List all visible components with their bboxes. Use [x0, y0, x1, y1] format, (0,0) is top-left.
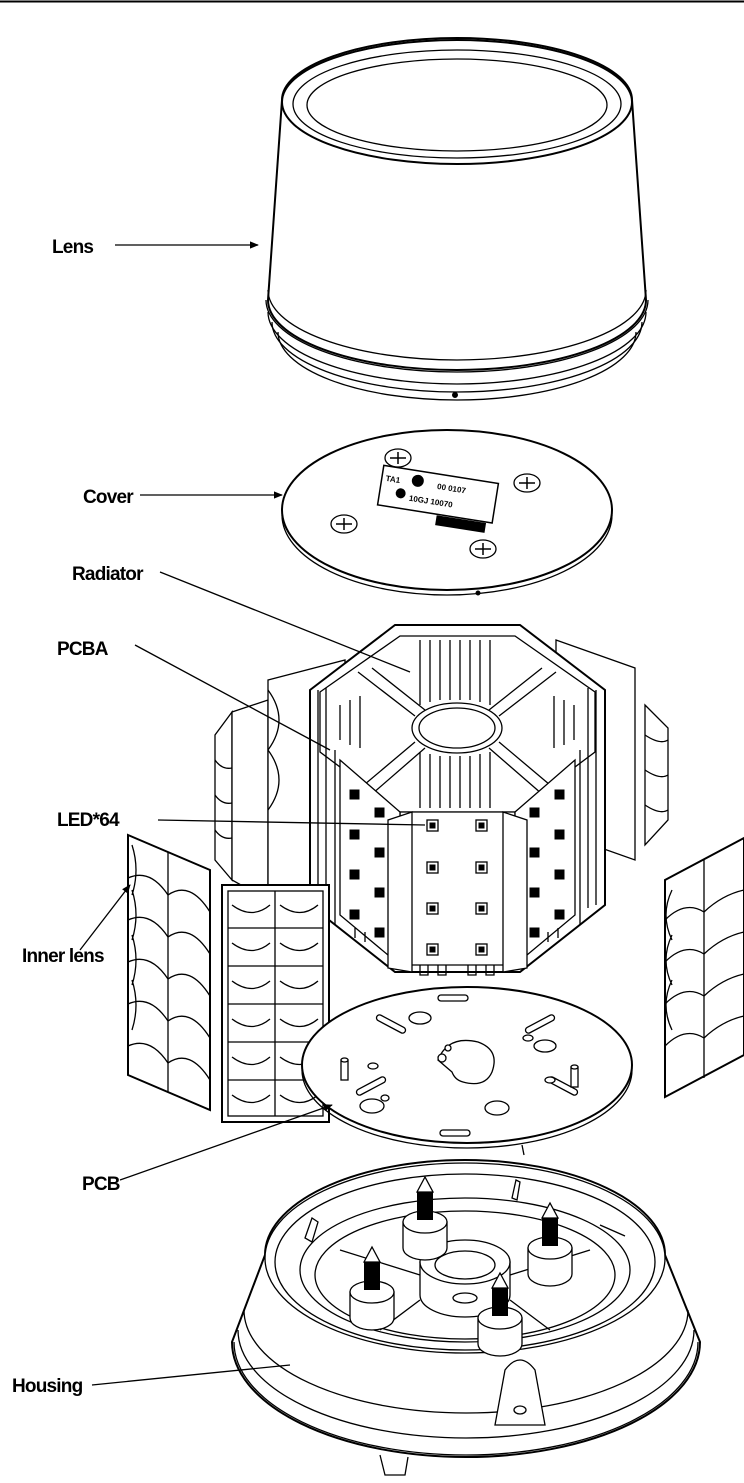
- label-pcb: PCB: [82, 1174, 120, 1195]
- housing-standoff: [349, 1245, 395, 1331]
- housing-standoff: [402, 1175, 448, 1261]
- led-side-right: [529, 789, 565, 938]
- leader-pcb: [119, 1104, 333, 1181]
- label-inner-lens: Inner lens: [22, 946, 104, 967]
- cover-nameplate: TA1 00 0107 10GJ 10070: [376, 464, 500, 533]
- cover-screw: [513, 473, 541, 493]
- label-housing: Housing: [12, 1376, 83, 1397]
- pcb-part: [301, 986, 633, 1156]
- label-lens: Lens: [52, 237, 93, 258]
- label-pcba: PCBA: [57, 639, 109, 660]
- lens-part: [265, 37, 649, 401]
- inner-lens-right: [664, 836, 744, 1099]
- leader-inner-lens: [79, 884, 131, 951]
- housing-standoff: [477, 1271, 523, 1357]
- label-cover: Cover: [83, 487, 134, 508]
- leader-led: [157, 819, 426, 826]
- cover-part: TA1 00 0107 10GJ 10070: [281, 429, 613, 596]
- leader-radiator: [159, 571, 411, 673]
- leader-lines: [79, 241, 426, 1386]
- brand-logo-block: [435, 515, 487, 533]
- cover-screw: [469, 539, 497, 559]
- inner-lens-left: [127, 833, 211, 1112]
- led-side-left: [349, 789, 385, 938]
- radiator-part: [309, 624, 606, 976]
- housing-part: [230, 1159, 702, 1476]
- led-column-left: [426, 819, 439, 956]
- leader-housing: [91, 1364, 291, 1386]
- housing-standoff: [527, 1201, 573, 1287]
- led-column-right: [475, 819, 488, 956]
- nameplate-text-a: TA1: [385, 474, 401, 485]
- cover-screw: [384, 448, 412, 468]
- cover-screw: [330, 514, 358, 534]
- leader-pcba: [134, 644, 331, 751]
- label-radiator: Radiator: [72, 564, 144, 585]
- part-labels: Lens Cover Radiator PCBA LED*64 Inner le…: [12, 237, 145, 1397]
- label-led: LED*64: [57, 810, 120, 831]
